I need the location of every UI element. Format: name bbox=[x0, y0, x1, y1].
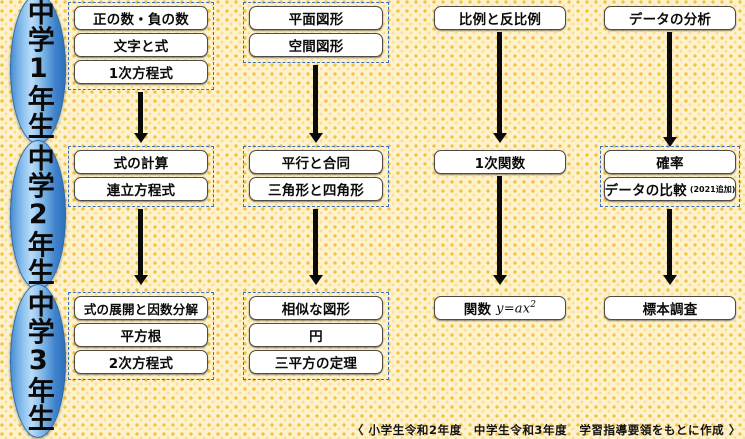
topic-label: データの比較 bbox=[604, 183, 687, 199]
grade-badge-3-label: 中学3年生 bbox=[22, 290, 54, 432]
group-column-geometry-grade-3 bbox=[243, 292, 389, 380]
topic-label: 1次方程式 bbox=[108, 66, 174, 82]
topic-box[interactable]: 式の計算 bbox=[74, 150, 208, 174]
topic-label: 2次方程式 bbox=[108, 356, 174, 372]
group-column-data-grade-2 bbox=[600, 146, 740, 207]
topic-label: 相似な図形 bbox=[281, 302, 351, 318]
grade-badge-1-label: 中学1年生 bbox=[22, 0, 54, 140]
topic-box[interactable]: 空間図形 bbox=[249, 33, 383, 57]
topic-label: 式の計算 bbox=[113, 156, 169, 172]
topic-box[interactable]: 標本調査 bbox=[604, 296, 736, 320]
grade-badge-1: 中学1年生 bbox=[10, 0, 66, 144]
topic-label: 連立方程式 bbox=[106, 183, 176, 199]
topic-box[interactable]: 式の展開と因数分解 bbox=[74, 296, 208, 320]
topic-box[interactable]: 三角形と四角形 bbox=[249, 177, 383, 201]
topic-box[interactable]: 三平方の定理 bbox=[249, 350, 383, 374]
topic-box[interactable]: 平方根 bbox=[74, 323, 208, 347]
topic-label: 比例と反比例 bbox=[458, 12, 542, 28]
flow-arrow-down bbox=[497, 32, 502, 134]
topic-box[interactable]: データの分析 bbox=[604, 6, 736, 30]
topic-box[interactable]: 1次方程式 bbox=[74, 60, 208, 84]
grade-badge-2-label: 中学2年生 bbox=[22, 144, 54, 286]
topic-label: 平面図形 bbox=[288, 12, 344, 28]
topic-box[interactable]: 1次関数 bbox=[434, 150, 566, 174]
topic-box[interactable]: 比例と反比例 bbox=[434, 6, 566, 30]
flow-arrow-down bbox=[138, 92, 143, 134]
topic-formula-exponent: 2 bbox=[530, 299, 537, 310]
topic-label: 三角形と四角形 bbox=[268, 183, 364, 199]
topic-label: 平方根 bbox=[120, 329, 162, 345]
topic-box[interactable]: 平面図形 bbox=[249, 6, 383, 30]
footer-source-note: 〈 小学生令和2年度 中学生令和3年度 学習指導要領をもとに作成 〉 bbox=[351, 423, 741, 437]
group-column-numbers-algebra-grade-3 bbox=[68, 292, 214, 380]
flow-arrow-down bbox=[313, 209, 318, 276]
topic-formula: y=ax2 bbox=[496, 299, 537, 317]
topic-label: 文字と式 bbox=[113, 39, 169, 55]
group-column-numbers-algebra-grade-2 bbox=[68, 146, 214, 207]
topic-label: 三平方の定理 bbox=[274, 356, 358, 372]
topic-box[interactable]: 相似な図形 bbox=[249, 296, 383, 320]
topic-label: 空間図形 bbox=[288, 39, 344, 55]
group-column-numbers-algebra-grade-1 bbox=[68, 2, 214, 90]
topic-label: データの分析 bbox=[628, 12, 712, 28]
flow-arrow-down bbox=[313, 65, 318, 134]
topic-label: 標本調査 bbox=[642, 302, 698, 318]
topic-label: 確率 bbox=[656, 156, 684, 172]
topic-box[interactable]: 連立方程式 bbox=[74, 177, 208, 201]
group-column-geometry-grade-1 bbox=[243, 2, 389, 63]
flow-arrow-down bbox=[667, 32, 672, 138]
flow-arrow-down bbox=[667, 209, 672, 276]
topic-label: 平行と合同 bbox=[281, 156, 351, 172]
topic-box[interactable]: 平行と合同 bbox=[249, 150, 383, 174]
flow-arrow-down bbox=[497, 176, 502, 276]
topic-label: 関数 bbox=[463, 302, 492, 318]
grade-badge-3: 中学3年生 bbox=[10, 284, 66, 438]
topic-label: 正の数・負の数 bbox=[93, 12, 189, 28]
grade-badge-2: 中学2年生 bbox=[10, 140, 66, 290]
topic-box[interactable]: データの比較(2021追加) bbox=[604, 177, 736, 201]
topic-box[interactable]: 文字と式 bbox=[74, 33, 208, 57]
flow-arrow-down bbox=[138, 209, 143, 276]
group-column-geometry-grade-2 bbox=[243, 146, 389, 207]
topic-label: 式の展開と因数分解 bbox=[83, 301, 199, 317]
topic-box[interactable]: 確率 bbox=[604, 150, 736, 174]
topic-label: 円 bbox=[309, 329, 323, 345]
topic-note: (2021追加) bbox=[689, 184, 736, 194]
topic-label: 1次関数 bbox=[474, 156, 526, 172]
topic-box[interactable]: 正の数・負の数 bbox=[74, 6, 208, 30]
topic-box[interactable]: 2次方程式 bbox=[74, 350, 208, 374]
topic-box[interactable]: 円 bbox=[249, 323, 383, 347]
